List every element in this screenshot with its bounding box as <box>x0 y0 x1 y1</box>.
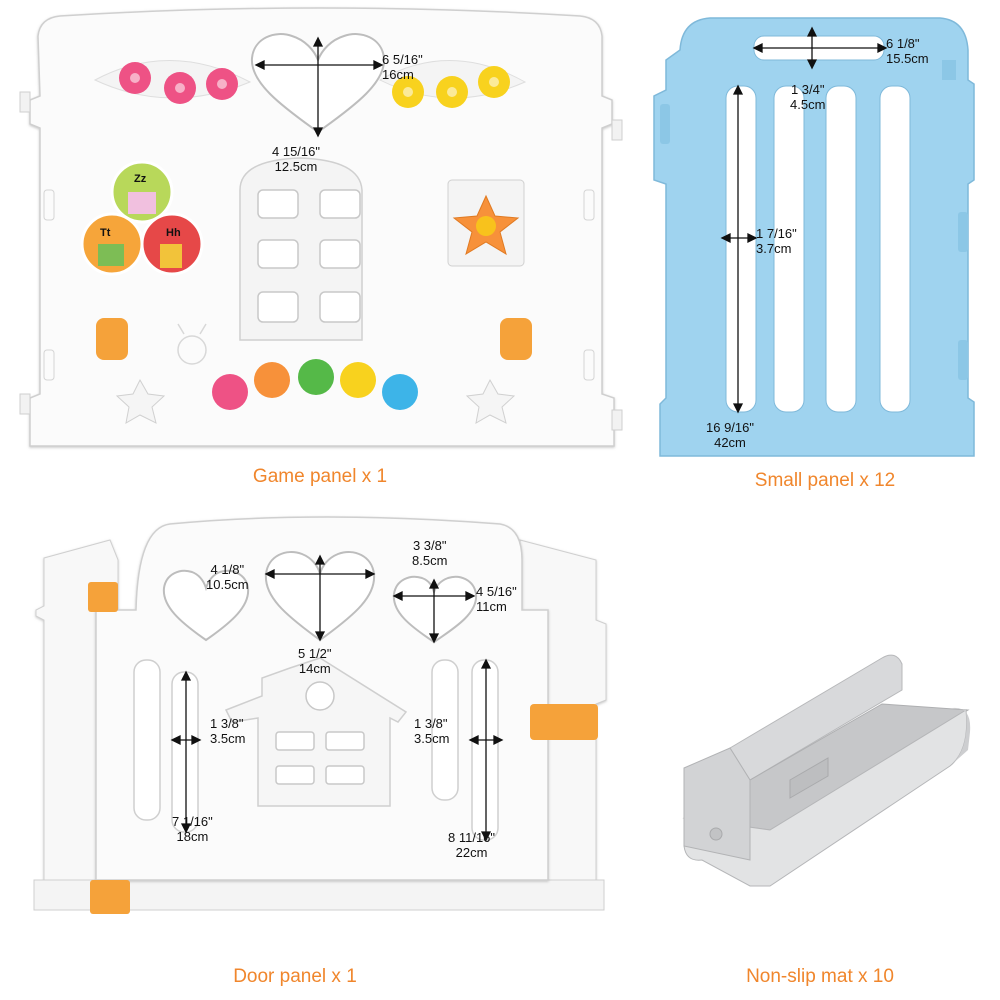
mat-caption: Non-slip mat x 10 <box>746 966 894 987</box>
dim-right-slot-width: 1 3/8"3.5cm <box>414 716 450 746</box>
mat-image <box>682 654 971 887</box>
door-panel-caption: Door panel x 1 <box>233 966 357 987</box>
dim-right-heart-width: 3 3/8"8.5cm <box>412 538 448 568</box>
dim-slot-height: 16 9/16"42cm <box>706 420 754 450</box>
gear-toy-icon <box>212 359 418 410</box>
mat-section: Non-slip mat x 10 <box>640 500 1000 1000</box>
letter-z: Zz <box>134 173 147 185</box>
orange-latch-icon <box>530 704 598 740</box>
dim-handle-height: 1 3/4"4.5cm <box>790 82 826 112</box>
orange-hinge-icon <box>88 582 118 612</box>
dim-slot-width: 1 7/16"3.7cm <box>756 226 797 256</box>
dim-heart-height: 4 15/16"12.5cm <box>272 144 320 174</box>
bee-emboss-icon <box>177 323 207 365</box>
small-panel-section: 6 1/8"15.5cm 1 3/4"4.5cm 1 7/16"3.7cm 16… <box>640 0 1000 500</box>
letter-h: Hh <box>166 227 181 239</box>
dim-left-slot-width: 1 3/8"3.5cm <box>210 716 246 746</box>
orange-hinge-icon <box>90 880 130 914</box>
dim-center-heart-height: 5 1/2"14cm <box>298 646 332 676</box>
dim-left-heart-width: 4 1/8"10.5cm <box>206 562 249 592</box>
small-panel-image <box>653 17 975 457</box>
game-panel-image <box>19 7 623 447</box>
game-panel-caption: Game panel x 1 <box>252 466 388 487</box>
flower-cutout-icon <box>465 378 516 424</box>
dim-right-slot-height: 8 11/16"22cm <box>448 830 496 860</box>
door-panel-section: 4 1/8"10.5cm 3 3/8"8.5cm 4 5/16"11cm 5 1… <box>0 500 640 1000</box>
letter-t: Tt <box>100 227 111 239</box>
game-panel-section: 6 5/16"16cm 4 15/16"12.5cm Zz Tt Hh Game… <box>0 0 640 500</box>
letter-disc-icon <box>80 160 204 276</box>
orange-latch-icon <box>96 318 128 360</box>
door-panel-image <box>33 516 607 914</box>
flower-cutout-icon <box>115 378 166 424</box>
dim-handle-width: 6 1/8"15.5cm <box>886 36 929 66</box>
dim-heart-width: 6 5/16"16cm <box>382 52 423 82</box>
dim-right-heart-height: 4 5/16"11cm <box>476 584 517 614</box>
gear-toy-icon <box>119 62 510 108</box>
small-panel-caption: Small panel x 12 <box>754 470 896 491</box>
dim-left-slot-height: 7 1/16"18cm <box>172 814 213 844</box>
orange-latch-icon <box>500 318 532 360</box>
